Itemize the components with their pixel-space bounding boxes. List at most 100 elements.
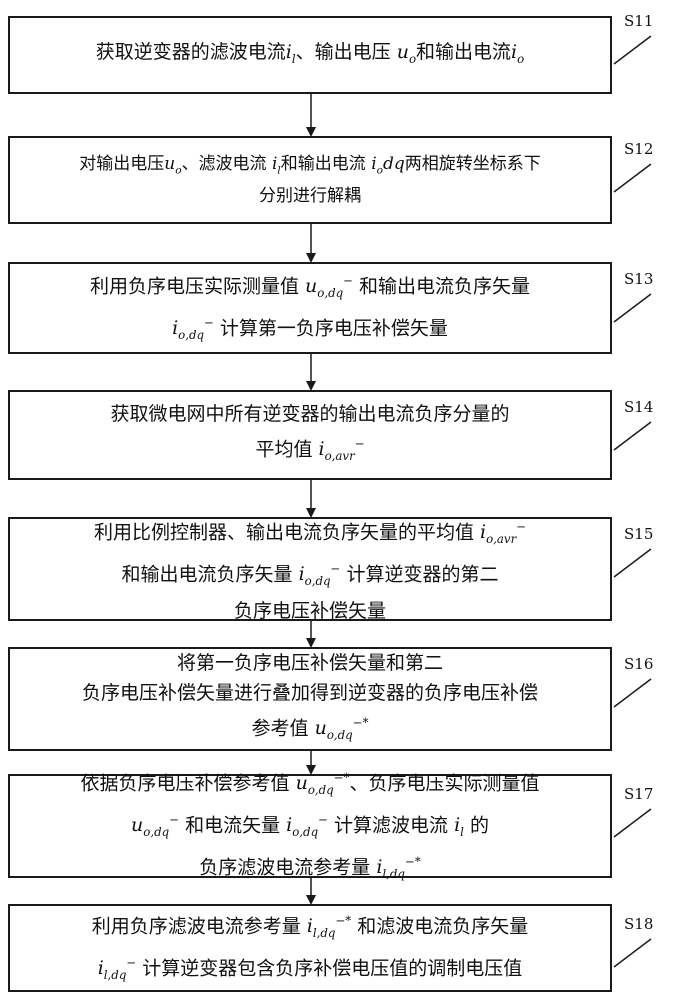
math-symbol: dq — [383, 154, 405, 174]
step-text: 参考值 — [251, 717, 315, 740]
symbol-base: dq — [382, 153, 405, 174]
symbol-base: i — [511, 40, 518, 63]
symbol-superscript: − — [516, 519, 527, 534]
step-label-s12: S12 — [624, 140, 654, 158]
symbol-base: u — [164, 153, 176, 174]
math-symbol: io — [371, 154, 383, 177]
step-text: 对输出电压 — [79, 153, 165, 174]
math-symbol: uo — [396, 40, 417, 66]
math-symbol: io,dq− — [172, 316, 214, 343]
step-label-s13: S13 — [624, 270, 654, 288]
math-symbol: io,avr− — [319, 437, 365, 464]
symbol-subscript: o,avr — [324, 449, 355, 464]
symbol-subscript: l — [277, 164, 281, 177]
step-text: 平均值 — [255, 438, 319, 461]
step-text: 利用比例控制器、输出电流负序矢量的平均值 — [93, 521, 480, 544]
step-text: 获取微电网中所有逆变器的输出电流负序分量的 — [110, 402, 510, 425]
symbol-base: i — [286, 814, 293, 837]
symbol-superscript: −* — [335, 913, 352, 928]
step-label-s11: S11 — [624, 12, 654, 30]
step-text-line: 依据负序电压补偿参考值 uo,dq−*、负序电压实际测量值 — [81, 763, 540, 805]
step-text: 两相旋转坐标系下 — [404, 153, 541, 174]
symbol-base: i — [298, 563, 305, 586]
label-leader-line — [613, 293, 652, 323]
symbol-subscript: o,dq — [317, 286, 344, 300]
label-leader-line — [613, 938, 652, 968]
label-leader-line — [613, 421, 652, 451]
step-text: 利用负序电压实际测量值 — [89, 275, 305, 298]
step-label-s18: S18 — [624, 915, 654, 933]
symbol-base: u — [396, 40, 409, 63]
symbol-subscript: l,dq — [103, 968, 127, 983]
symbol-subscript: o — [175, 164, 182, 177]
symbol-superscript: − — [343, 273, 353, 288]
step-text: 的 — [463, 814, 489, 837]
label-leader-line — [613, 678, 652, 708]
symbol-base: i — [306, 915, 313, 938]
math-symbol: il — [454, 814, 464, 839]
step-text-line: 负序电压补偿矢量 — [234, 596, 386, 626]
step-text-line: 利用负序滤波电流参考量 il,dq−* 和滤波电流负序矢量 — [92, 906, 529, 948]
math-symbol: uo,dq− — [305, 273, 353, 300]
symbol-subscript: o,dq — [178, 328, 205, 343]
step-text: 和电流矢量 — [179, 814, 287, 837]
symbol-superscript: − — [169, 812, 180, 827]
step-label-s17: S17 — [624, 785, 654, 803]
symbol-superscript: − — [318, 812, 328, 827]
symbol-base: i — [172, 317, 179, 340]
step-text-line: 对输出电压uo、滤波电流 il和输出电流 iodq两相旋转坐标系下 — [79, 151, 540, 183]
symbol-base: i — [285, 40, 292, 63]
symbol-subscript: l — [291, 51, 296, 66]
step-text-line: io,dq− 计算第一负序电压补偿矢量 — [172, 308, 448, 350]
step-box-s15: 利用比例控制器、输出电流负序矢量的平均值 io,avr−和输出电流负序矢量 io… — [8, 517, 612, 622]
symbol-superscript: − — [126, 956, 137, 970]
step-box-s14: 获取微电网中所有逆变器的输出电流负序分量的平均值 io,avr− — [8, 390, 612, 480]
math-symbol: il,dq−* — [306, 913, 352, 940]
step-label-s16: S16 — [624, 655, 654, 673]
symbol-superscript: − — [330, 562, 341, 576]
symbol-superscript: −* — [404, 855, 421, 870]
step-text: 负序电压补偿矢量 — [233, 600, 386, 623]
symbol-base: i — [271, 153, 278, 174]
step-label-s14: S14 — [624, 398, 654, 416]
step-text-line: 获取逆变器的滤波电流il、输出电压 uo和输出电流io — [96, 37, 524, 74]
step-text: 、滤波电流 — [181, 153, 272, 174]
math-symbol: il,dq−* — [376, 855, 421, 881]
step-text: 计算逆变器包含负序补偿电压值的调制电压值 — [136, 957, 523, 980]
step-text: 计算滤波电流 — [327, 814, 455, 837]
label-leader-line — [613, 163, 652, 193]
symbol-base: u — [131, 814, 144, 837]
math-symbol: il — [271, 153, 281, 177]
step-text-line: 参考值 uo,dq−* — [252, 708, 369, 750]
symbol-subscript: o — [408, 51, 417, 66]
label-leader-line — [613, 548, 652, 578]
math-symbol: io,dq− — [286, 812, 328, 839]
step-text: 负序滤波电流参考量 — [199, 856, 377, 879]
symbol-subscript: o — [376, 164, 383, 177]
symbol-subscript: o,dq — [326, 728, 353, 743]
step-text-line: 利用比例控制器、输出电流负序矢量的平均值 io,avr− — [94, 512, 526, 554]
step-text-line: 和输出电流负序矢量 io,dq− 计算逆变器的第二 — [122, 554, 499, 596]
symbol-base: i — [376, 856, 383, 879]
symbol-base: i — [97, 957, 104, 980]
step-text-line: uo,dq− 和电流矢量 io,dq− 计算滤波电流 il 的 — [131, 805, 489, 847]
step-text-line: il,dq− 计算逆变器包含负序补偿电压值的调制电压值 — [98, 948, 523, 990]
math-symbol: uo,dq−* — [315, 715, 369, 743]
step-text: 和输出电流 — [280, 153, 372, 174]
math-symbol: uo,dq−* — [296, 771, 350, 797]
step-text: 依据负序电压补偿参考值 — [80, 772, 296, 795]
symbol-subscript: l,dq — [312, 926, 336, 940]
math-symbol: il,dq− — [97, 956, 137, 983]
step-box-s11: 获取逆变器的滤波电流il、输出电压 uo和输出电流io — [8, 16, 612, 94]
symbol-subscript: o — [517, 51, 525, 66]
symbol-base: i — [480, 521, 487, 544]
symbol-superscript: −* — [352, 715, 369, 730]
step-text: 将第一负序电压补偿矢量和第二 — [176, 651, 443, 674]
step-text: 计算逆变器的第二 — [340, 563, 499, 586]
symbol-subscript: o,avr — [486, 532, 517, 546]
step-text: 和输出电流负序矢量 — [121, 563, 299, 586]
step-text: 负序电压补偿矢量进行叠加得到逆变器的负序电压补偿 — [81, 681, 538, 704]
